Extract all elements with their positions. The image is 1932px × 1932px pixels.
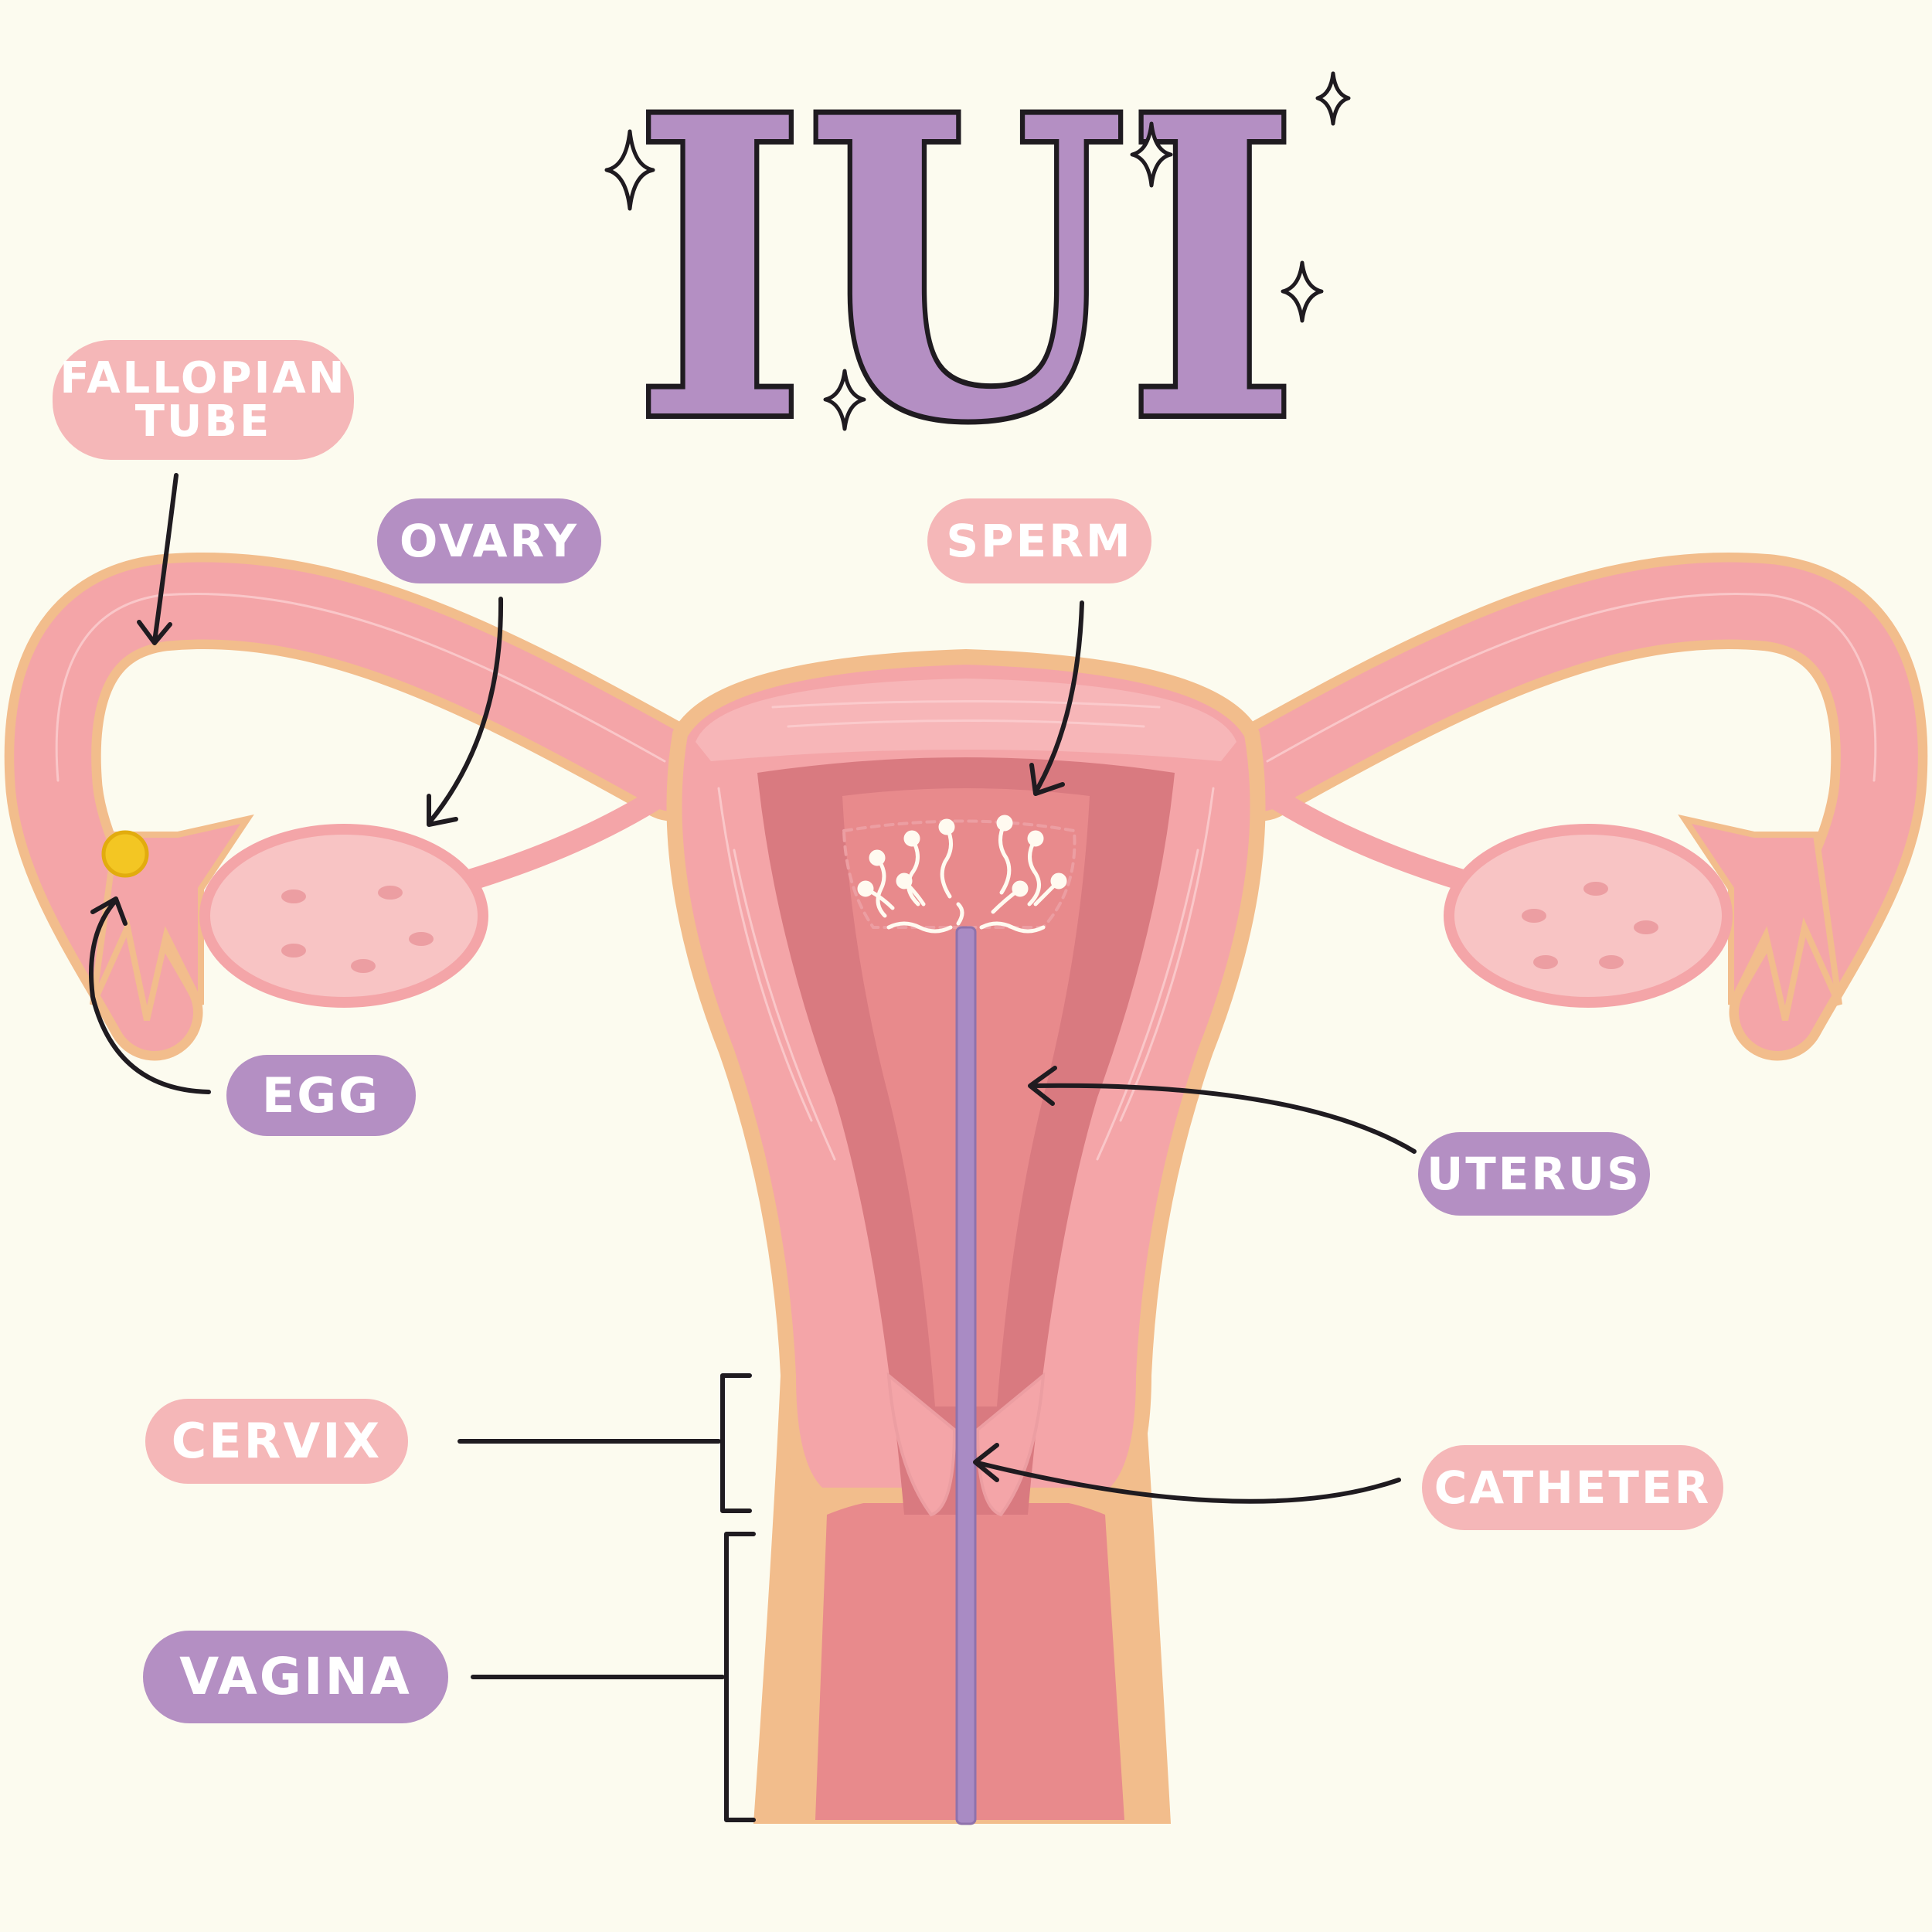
left-ovary	[205, 829, 483, 1002]
uterus-label: UTERUS	[1418, 1132, 1650, 1216]
cervix-label: CERVIX	[145, 1399, 408, 1484]
right-ovary	[1449, 829, 1727, 1002]
catheter-tube	[957, 927, 975, 1824]
brackets	[723, 1376, 753, 1820]
vagina-bracket	[726, 1534, 753, 1820]
egg-cell	[104, 832, 147, 876]
sparkle-icon	[1318, 73, 1349, 124]
vagina-label: VAGINA	[143, 1631, 448, 1723]
egg-label: EGG	[226, 1055, 416, 1136]
catheter-label: CATHETER	[1422, 1445, 1723, 1530]
title: IUI	[634, 29, 1298, 510]
ovary-label: OVARY	[377, 498, 601, 583]
sperm-label: SPERM	[927, 498, 1151, 583]
title-text: IUI	[634, 29, 1298, 510]
fallopian-tube-label: FALLOPIAN TUBE	[53, 340, 354, 460]
cervix-bracket	[723, 1376, 750, 1511]
